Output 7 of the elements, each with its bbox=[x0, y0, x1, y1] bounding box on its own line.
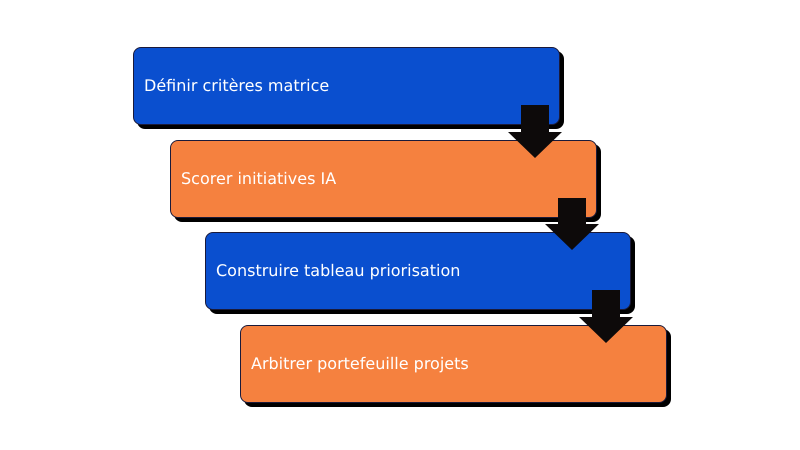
block-arrow bbox=[545, 198, 599, 250]
block-arrow bbox=[508, 105, 562, 158]
step-label: Scorer initiatives IA bbox=[181, 169, 336, 189]
step-label: Définir critères matrice bbox=[144, 76, 330, 96]
block-arrow bbox=[579, 290, 633, 343]
step-label: Arbitrer portefeuille projets bbox=[251, 354, 469, 374]
step-label: Construire tableau priorisation bbox=[216, 261, 460, 281]
